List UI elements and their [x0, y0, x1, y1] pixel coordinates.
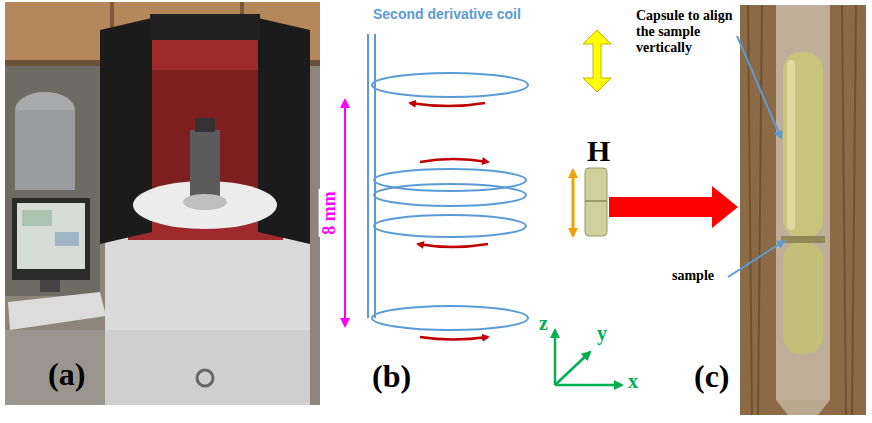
- sample-photo: [728, 5, 866, 415]
- callout-label: sample: [672, 268, 714, 284]
- coil-drawing: [345, 30, 738, 385]
- axis-label: z: [539, 312, 548, 335]
- panel-label: (c): [694, 358, 730, 395]
- panel-label: (b): [372, 358, 411, 395]
- callout-label: Capsule to align the sample vertically: [636, 8, 736, 56]
- panel-label: (a): [48, 356, 85, 393]
- instrument-photo: [5, 2, 320, 405]
- field-label: H: [587, 134, 610, 169]
- dimension-label: 8 mm: [319, 189, 340, 237]
- axis-label: y: [597, 322, 607, 345]
- axis-label: x: [628, 370, 638, 393]
- coil-title: Second derivative coil: [373, 6, 521, 22]
